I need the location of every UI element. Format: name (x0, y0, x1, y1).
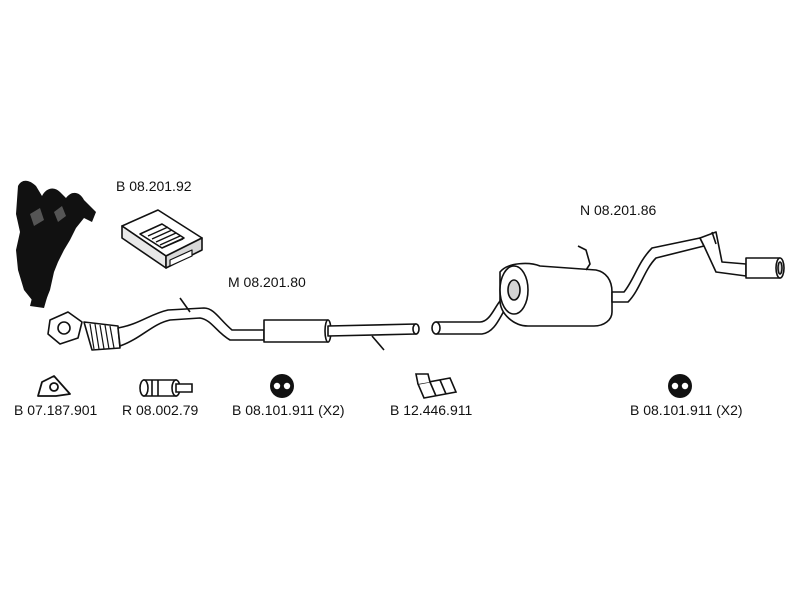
exhaust-manifold-icon (16, 180, 96, 308)
rubber-mount-icon (668, 374, 692, 398)
rear-silencer-code: N 08.201.86 (580, 202, 657, 218)
repair-pipe-icon (139, 379, 193, 397)
clamp-code: B 12.446.911 (390, 402, 473, 418)
front-pipe-icon (47, 297, 420, 351)
front-pipe-code: M 08.201.80 (228, 274, 306, 290)
heat-shield-kit-icon (121, 209, 203, 269)
gasket-code: B 07.187.901 (14, 402, 98, 418)
rubber-mount-icon (270, 374, 294, 398)
repair-pipe-code: R 08.002.79 (122, 402, 199, 418)
heat-shield-code: B 08.201.92 (116, 178, 192, 194)
rubber-mount-code-1: B 08.101.911 (X2) (232, 402, 345, 418)
rubber-mount-code-2: B 08.101.911 (X2) (630, 402, 743, 418)
clamp-icon (415, 373, 458, 399)
rear-silencer-icon (431, 231, 785, 335)
triangular-gasket-icon (37, 375, 71, 397)
